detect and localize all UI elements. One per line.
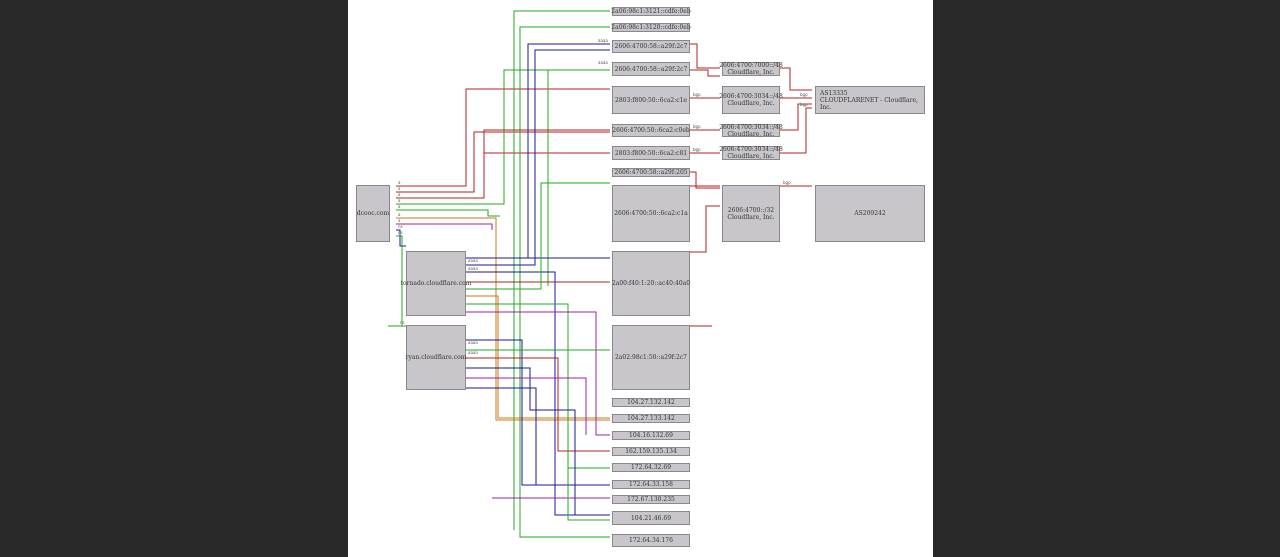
ipv4-node[interactable]: 104.16.132.69 — [612, 431, 690, 440]
ipv6-node[interactable]: 2803:f800:50::6ca2:c81 — [612, 146, 690, 160]
svg-text:a: a — [398, 204, 401, 209]
edge — [396, 152, 610, 199]
ipv4-node[interactable]: 104.27.132.142 — [612, 398, 690, 407]
prefix-node[interactable]: 2606:4700::/32 Cloudflare, Inc. — [722, 185, 780, 242]
svg-text:ns: ns — [400, 320, 405, 325]
svg-text:ns: ns — [398, 230, 403, 235]
svg-text:bgp: bgp — [693, 147, 701, 152]
ipv6-node[interactable]: 2803:f800:50::6ca2:c1e — [612, 86, 690, 114]
svg-text:bgp: bgp — [693, 124, 701, 129]
asn-node[interactable]: AS209242 — [815, 185, 925, 242]
edge — [466, 339, 610, 486]
edge — [396, 229, 406, 247]
ipv6-node[interactable]: 2a00:f40:1:20::ac40:40a0 — [612, 251, 690, 316]
svg-text:aaaa: aaaa — [468, 350, 478, 355]
nameserver-node[interactable]: ryan.cloudflare.com — [406, 325, 466, 390]
svg-text:a: a — [398, 198, 401, 203]
svg-text:ns: ns — [398, 224, 403, 229]
svg-text:a: a — [398, 180, 401, 185]
ipv6-node[interactable]: 2606:4700:58::a29f:2c7 — [612, 40, 690, 53]
svg-text:a: a — [398, 218, 401, 223]
edge — [466, 271, 610, 516]
prefix-node[interactable]: 2606:4700:3034::/48 Cloudflare, Inc. — [719, 123, 783, 138]
edge — [483, 129, 610, 153]
ipv4-node[interactable]: 104.27.133.142 — [612, 414, 690, 423]
edge — [527, 43, 610, 258]
svg-text:bgp: bgp — [800, 102, 808, 107]
ipv6-node[interactable]: 2a02:98c1:50::a29f:2c7 — [612, 325, 690, 390]
edge — [690, 69, 720, 77]
domain-node-root[interactable]: dcooc.com — [356, 185, 390, 242]
svg-text:aaaa: aaaa — [468, 340, 478, 345]
ipv4-node[interactable]: 162.159.135.134 — [612, 447, 690, 456]
nameserver-node[interactable]: tornado.cloudflare.com — [401, 251, 471, 316]
edge — [466, 49, 610, 266]
edge — [396, 217, 610, 421]
prefix-node[interactable]: 2606:4700:7000::/48 Cloudflare, Inc. — [719, 62, 783, 76]
edge — [396, 88, 610, 187]
svg-text:aaaa: aaaa — [468, 258, 478, 263]
ipv4-node[interactable]: 172.67.130.235 — [612, 495, 690, 504]
edge — [466, 387, 537, 485]
edge — [466, 182, 610, 290]
ipv6-node[interactable]: 2a06:98c1:3121::cdfe:0eb — [611, 7, 691, 16]
edge — [780, 107, 812, 154]
edge — [396, 69, 610, 205]
edge — [690, 205, 720, 253]
svg-text:bgp: bgp — [693, 92, 701, 97]
edge — [466, 367, 576, 515]
svg-text:a: a — [398, 192, 401, 197]
edge — [780, 67, 812, 91]
asn-node[interactable]: AS13335 CLOUDFLARENET - Cloudflare, Inc. — [815, 86, 925, 114]
ipv4-node[interactable]: 172.64.34.176 — [612, 534, 690, 547]
edge — [466, 311, 610, 436]
prefix-node[interactable]: 2606:4700:3034::/48 Cloudflare, Inc. — [719, 146, 783, 160]
edge — [466, 357, 610, 452]
edge — [690, 43, 720, 69]
ipv4-node[interactable]: 172.64.33.158 — [612, 480, 690, 489]
ipv4-node[interactable]: 104.21.46.69 — [612, 511, 690, 525]
edge — [396, 131, 610, 193]
ipv6-node[interactable]: 2606:4700:58::a29f:2c7 — [612, 62, 690, 76]
edge — [513, 10, 610, 530]
edge — [396, 209, 500, 217]
prefix-node[interactable]: 2606:4700:3034::/48 Cloudflare, Inc. — [719, 86, 783, 114]
edge — [466, 377, 587, 435]
edge — [396, 223, 493, 230]
svg-text:bgp: bgp — [783, 180, 791, 185]
svg-text:a: a — [398, 186, 401, 191]
ipv6-node[interactable]: 2a06:98c1:3120::cdfe:0eb — [611, 23, 691, 32]
edge — [780, 103, 812, 131]
edge — [466, 295, 610, 419]
ipv6-node[interactable]: 2606:4700:50::6ca2:c0eb — [612, 124, 690, 137]
svg-text:aaaa: aaaa — [598, 38, 608, 43]
edge — [466, 303, 610, 469]
ipv4-node[interactable]: 172.64.32.69 — [612, 463, 690, 472]
svg-text:aaaa: aaaa — [598, 60, 608, 65]
ipv6-node[interactable]: 2606:4700:50::6ca2:c1a — [612, 185, 690, 242]
edge — [567, 468, 610, 521]
edge — [690, 171, 720, 189]
svg-text:bgp: bgp — [800, 92, 808, 97]
svg-text:a: a — [398, 212, 401, 217]
svg-text:aaaa: aaaa — [468, 266, 478, 271]
ipv6-node[interactable]: 2606:4700:58::a29f:205 — [612, 168, 690, 177]
